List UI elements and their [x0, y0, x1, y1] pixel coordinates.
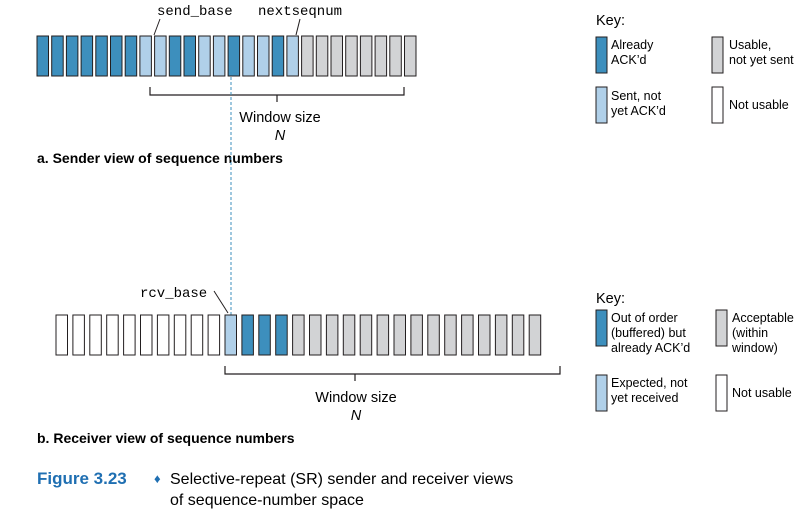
sequence-cell-sent — [242, 35, 255, 77]
key-swatch-not-usable — [711, 86, 724, 124]
key-swatch-sent — [595, 86, 608, 124]
key-swatch-expected — [595, 374, 608, 412]
sequence-cell-usable — [404, 35, 417, 77]
sequence-cell-usable — [374, 35, 388, 77]
key-swatch-buffered — [595, 309, 608, 347]
key-label-not-usable: Not usable — [729, 98, 789, 112]
sequence-cell-sent — [198, 35, 211, 77]
sequence-cell-acked — [51, 35, 64, 77]
figure-number: Figure 3.23 — [37, 469, 127, 488]
sequence-cell-usable — [359, 314, 373, 356]
sequence-cell-usable — [389, 35, 402, 77]
sequence-cell-usable — [528, 314, 542, 356]
sequence-cell-usable — [315, 35, 329, 77]
sequence-cell-usable — [444, 314, 457, 356]
receiver-sequence-row — [55, 314, 542, 356]
receiver-window-bracket — [224, 366, 561, 381]
sequence-cell-usable — [494, 314, 508, 356]
sequence-cell-empty — [89, 314, 102, 356]
key-label-receiver-not-usable: Not usable — [732, 386, 792, 400]
sequence-cell-empty — [55, 314, 68, 356]
sequence-cell-acked — [65, 35, 79, 77]
nextseqnum-pointer — [295, 18, 301, 36]
sequence-cell-acked — [36, 35, 49, 77]
key-swatch-usable — [711, 36, 724, 74]
figure-caption-line2: of sequence-number space — [170, 492, 364, 509]
receiver-window-label: Window size — [315, 390, 396, 406]
sender-window-label: Window size — [239, 110, 320, 126]
sequence-cell-acked — [124, 35, 138, 77]
sequence-cell-sent — [154, 35, 167, 77]
key-swatch-receiver-not-usable — [715, 374, 728, 412]
sequence-cell-acked — [227, 35, 241, 77]
receiver-window-n: N — [351, 408, 362, 424]
sequence-cell-sent — [212, 35, 226, 77]
sequence-cell-acked — [258, 314, 271, 356]
sequence-cell-acked — [275, 314, 288, 356]
send-base-label: send_base — [157, 4, 233, 20]
sequence-cell-usable — [410, 314, 423, 356]
sequence-cell-acked — [80, 35, 94, 77]
sequence-cell-usable — [309, 314, 322, 356]
sender-window-bracket — [149, 87, 405, 102]
sequence-cell-empty — [156, 314, 170, 356]
sequence-cell-acked — [110, 35, 123, 77]
figure-caption-line1: Selective-repeat (SR) sender and receive… — [170, 471, 513, 488]
key-label-usable: Usable,not yet sent — [729, 38, 794, 67]
sequence-cell-empty — [190, 314, 204, 356]
sequence-cell-usable — [342, 314, 356, 356]
sequence-cell-usable — [427, 314, 440, 356]
sequence-cell-usable — [330, 35, 343, 77]
sequence-cell-usable — [345, 35, 358, 77]
sequence-cell-usable — [292, 314, 305, 356]
sequence-cell-empty — [173, 314, 187, 356]
key-swatch-acked — [595, 36, 608, 74]
rcv-base-pointer — [213, 290, 229, 314]
sequence-cell-usable — [511, 314, 525, 356]
sequence-cell-usable — [359, 35, 373, 77]
sequence-cell-usable — [376, 314, 390, 356]
sender-sequence-row — [36, 35, 417, 77]
sequence-cell-empty — [106, 314, 119, 356]
sequence-cell-acked — [95, 35, 108, 77]
sender-key-title: Key: — [596, 13, 625, 29]
sequence-cell-acked — [183, 35, 196, 77]
sequence-cell-sent — [257, 35, 270, 77]
rcv-base-label: rcv_base — [140, 286, 207, 302]
sequence-cell-empty — [72, 314, 85, 356]
sender-caption: a. Sender view of sequence numbers — [37, 150, 283, 166]
sequence-cell-empty — [123, 314, 136, 356]
sequence-cell-expected — [224, 314, 237, 356]
sequence-cell-usable — [393, 314, 406, 356]
receiver-key-title: Key: — [596, 291, 625, 307]
sequence-cell-sent — [139, 35, 152, 77]
sequence-cell-acked — [271, 35, 285, 77]
send-base-pointer — [153, 18, 161, 36]
nextseqnum-label: nextseqnum — [258, 4, 342, 20]
key-swatch-acceptable — [715, 309, 728, 347]
sequence-cell-acked — [168, 35, 182, 77]
sequence-cell-empty — [140, 314, 153, 356]
figure-separator: ♦ — [154, 471, 161, 486]
sequence-cell-usable — [478, 314, 491, 356]
sequence-cell-empty — [207, 314, 221, 356]
receiver-caption: b. Receiver view of sequence numbers — [37, 430, 295, 446]
sender-window-n: N — [275, 128, 286, 144]
sequence-cell-usable — [461, 314, 474, 356]
sequence-cell-usable — [301, 35, 314, 77]
sequence-cell-usable — [325, 314, 339, 356]
sequence-cell-acked — [241, 314, 254, 356]
sequence-cell-sent — [286, 35, 299, 77]
